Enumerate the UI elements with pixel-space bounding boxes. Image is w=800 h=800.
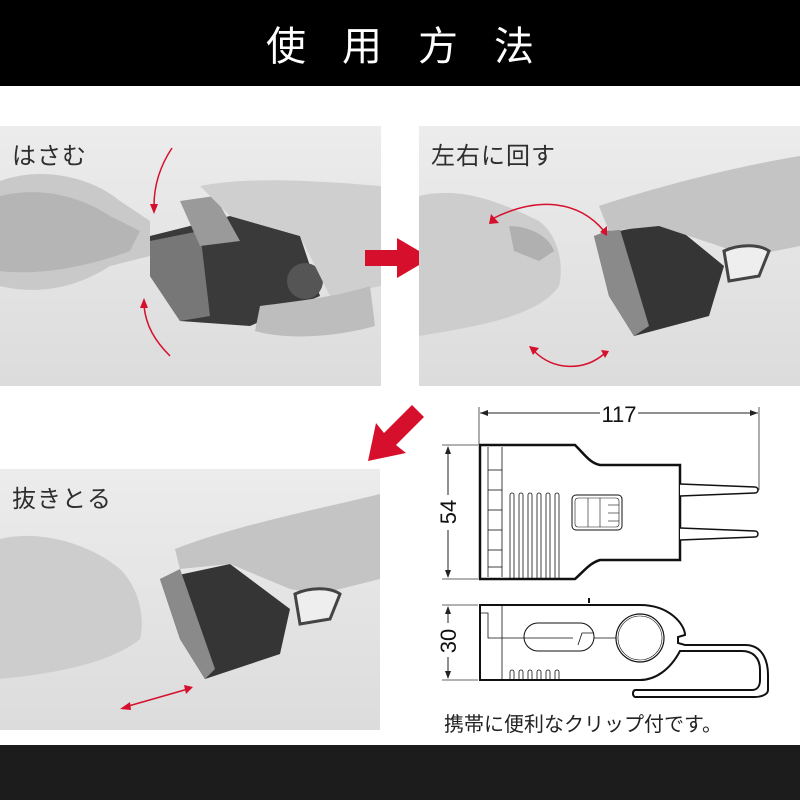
- clip-caption: 携帯に便利なクリップ付です。: [444, 712, 722, 736]
- footer-band: [0, 745, 800, 800]
- step-1-photo: はさむ: [0, 126, 381, 386]
- arrow-right-icon: [365, 238, 431, 278]
- plug-dimension-diagram: 117 54: [436, 402, 769, 698]
- width-value: 117: [601, 402, 636, 427]
- side-height-value: 30: [436, 629, 461, 653]
- step-3-label: 抜きとる: [12, 485, 112, 513]
- page-title: 使用方法: [266, 24, 570, 70]
- hands-pulling-plug-illustration: [0, 494, 380, 710]
- step-2-label: 左右に回す: [431, 142, 556, 170]
- plug-side-view: [479, 598, 769, 698]
- height-value: 54: [436, 500, 461, 524]
- height-dimension: 54: [436, 444, 478, 580]
- step-2-photo: 左右に回す: [419, 126, 800, 386]
- step-3-photo: 抜きとる: [0, 469, 380, 730]
- plug-top-view: [478, 443, 759, 581]
- side-height-dimension: 30: [436, 604, 478, 681]
- arrow-down-left-icon: [368, 405, 424, 461]
- header-banner: 使用方法: [0, 0, 800, 86]
- width-dimension: 117: [478, 402, 760, 490]
- hands-twisting-plug-illustration: [419, 156, 800, 368]
- step-1-label: はさむ: [12, 142, 87, 170]
- hands-pinching-plug-illustration: [0, 147, 381, 357]
